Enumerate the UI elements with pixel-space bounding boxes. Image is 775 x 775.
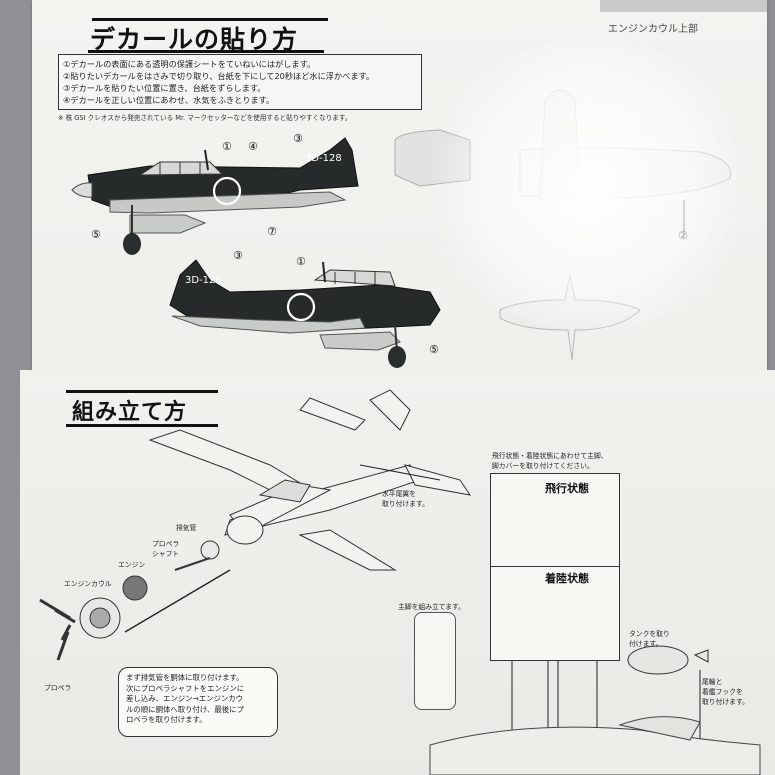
instruction-line: ロペラを取り付けます。 bbox=[126, 715, 207, 724]
assembly-overline bbox=[66, 390, 218, 393]
engine-label: エンジン bbox=[118, 561, 146, 569]
title-underline bbox=[88, 50, 324, 53]
callout-1b: ① bbox=[296, 255, 306, 268]
engine-cowl-top-label: エンジンカウル上部 bbox=[608, 24, 698, 35]
main-gear-assembly-label: 主脚を組み立てます。 bbox=[398, 603, 465, 611]
aircraft-top-views bbox=[394, 89, 732, 361]
engine-cowl-label: エンジンカウル bbox=[64, 580, 112, 588]
assembly-section-title: 組み立て方 bbox=[72, 400, 188, 425]
instruction-line: 次にプロペラシャフトをエンジンに bbox=[126, 683, 245, 693]
callout-7: ⑦ bbox=[267, 225, 277, 238]
callout-5b: ⑤ bbox=[429, 343, 439, 356]
assembly-underline bbox=[66, 424, 218, 427]
engine-instruction-callout: まず排気管を胴体に取り付けます。 次にプロペラシャフトをエンジンに 差し込み、エ… bbox=[118, 667, 278, 737]
tail-code-1: 3D-128 bbox=[305, 153, 342, 164]
flight-state-label: 飛行状態 bbox=[545, 482, 589, 495]
main-gear-bubble bbox=[414, 612, 456, 710]
instruction-line: 差し込み、エンジン→エンジンカウ bbox=[126, 694, 244, 703]
panel-divider bbox=[491, 566, 619, 567]
assembly-diagram bbox=[39, 389, 761, 775]
decal-diagrams: 3D-128 3D-128 bbox=[71, 89, 732, 368]
aircraft-side-view-right bbox=[169, 259, 441, 368]
landing-state-label: 着陸状態 bbox=[545, 572, 589, 585]
exhaust-pipe-label: 排気管 bbox=[176, 524, 197, 532]
main-gear-note: 飛行状態・着陸状態にあわせて主脚、 脚カバーを取り付けてください。 bbox=[492, 452, 608, 470]
aircraft-side-view-left bbox=[71, 137, 359, 255]
propeller-label: プロペラ bbox=[44, 684, 72, 692]
header-band bbox=[600, 0, 767, 12]
callout-1: ① bbox=[222, 140, 232, 153]
propeller-shaft-label: プロペラ シャフト bbox=[152, 540, 180, 558]
tank-label: タンクを取り 付けます。 bbox=[629, 630, 670, 648]
tail-wheel-hook-label: 尾輪と 着艦フックを 取り付けます。 bbox=[702, 678, 749, 706]
title-overline bbox=[92, 18, 328, 21]
instruction-line: まず排気管を胴体に取り付けます。 bbox=[126, 673, 244, 682]
stabilizer-label: 水平尾翼を 取り付けます。 bbox=[382, 490, 429, 508]
callout-3b: ③ bbox=[233, 249, 243, 262]
decal-step-2: ②貼りたいデカールをはさみで切り取り、台紙を下にして20秒ほど水に浮かべます。 bbox=[63, 71, 375, 81]
callout-3: ③ bbox=[293, 132, 303, 145]
callout-5: ⑤ bbox=[91, 228, 101, 241]
decal-step-4: ④デカールを正しい位置にあわせ、水気をふきとります。 bbox=[63, 95, 275, 105]
decal-section-title: デカールの貼り方 bbox=[90, 25, 299, 54]
gear-state-panel: 飛行状態 着陸状態 bbox=[490, 473, 620, 661]
callout-4: ④ bbox=[248, 140, 258, 153]
decal-step-1: ①デカールの表面にある透明の保護シートをていねいにはがします。 bbox=[63, 59, 316, 69]
decal-step-3: ③デカールを貼りたい位置に置き、台紙をずらします。 bbox=[63, 83, 266, 93]
callout-2: ② bbox=[678, 229, 688, 242]
tail-code-2: 3D-128 bbox=[185, 275, 222, 286]
decal-steps-box: ①デカールの表面にある透明の保護シートをていねいにはがします。 ②貼りたいデカー… bbox=[58, 54, 422, 110]
instruction-line: ルの順に胴体へ取り付け、最後にプ bbox=[126, 704, 244, 714]
decal-note: ※ 株 GSI クレオスから発売されている Mr. マークセッターなどを使用する… bbox=[58, 114, 352, 122]
